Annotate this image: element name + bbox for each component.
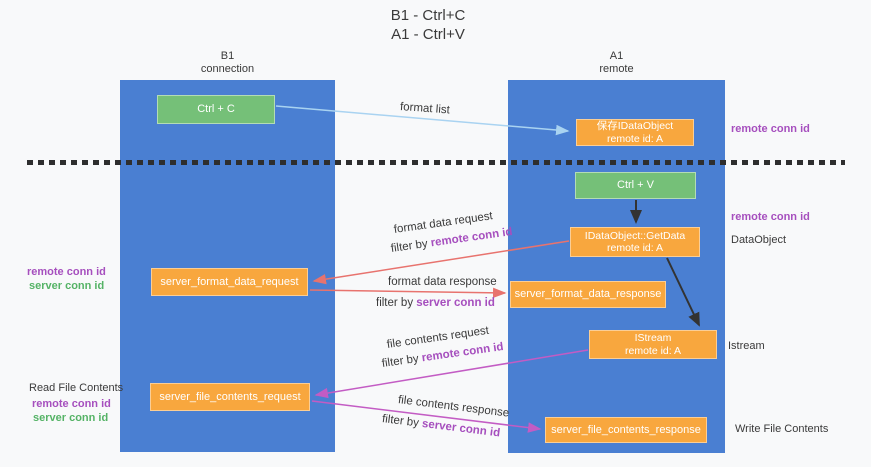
node-format-response-label: server_format_data_response: [514, 288, 662, 301]
lane-a1-title: A1: [609, 50, 624, 62]
node-getdata-line2: remote id: A: [606, 242, 664, 254]
label-filter-server-2-id: server conn id: [421, 417, 501, 440]
label-read-file-contents: Read File Contents: [29, 382, 124, 394]
label-filter-server-1: filter by server conn id: [376, 297, 495, 310]
node-save-idataobject: 保存IDataObject remote id: A: [576, 119, 694, 146]
label-filter-remote-2-prefix: filter by: [381, 352, 423, 370]
node-istream-line1: IStream: [634, 332, 672, 344]
label-left-remote-conn-id-2: remote conn id: [32, 398, 111, 410]
label-istream: Istream: [728, 340, 765, 352]
label-right-remote-conn-id-top: remote conn id: [731, 123, 810, 135]
label-filter-server-2-prefix: filter by: [381, 413, 423, 430]
node-server-file-contents-response: server_file_contents_response: [545, 417, 707, 443]
node-server-file-contents-request: server_file_contents_request: [150, 383, 310, 411]
lane-a1-header: A1 remote: [508, 50, 725, 76]
label-filter-server-1-prefix: filter by: [376, 297, 417, 309]
separator-dashed-line: [27, 160, 845, 165]
node-ctrl-v: Ctrl + V: [575, 172, 696, 199]
node-ctrl-c-label: Ctrl + C: [197, 103, 235, 116]
label-format-list: format list: [399, 101, 451, 117]
node-idataobject-getdata: IDataObject::GetData remote id: A: [570, 227, 700, 257]
node-format-request-label: server_format_data_request: [160, 275, 299, 288]
node-ctrl-c: Ctrl + C: [157, 95, 275, 124]
node-istream-line2: remote id: A: [624, 344, 682, 357]
page-title: B1 - Ctrl+C A1 - Ctrl+V: [0, 6, 856, 44]
node-ctrl-v-label: Ctrl + V: [617, 179, 654, 192]
lane-a1-subtitle: remote: [599, 63, 634, 75]
lane-b1-subtitle: connection: [200, 63, 255, 75]
label-format-data-response: format data response: [388, 276, 497, 288]
node-save-idataobject-line2: remote id: A: [606, 132, 664, 145]
node-file-response-label: server_file_contents_response: [551, 423, 701, 436]
node-server-format-data-request: server_format_data_request: [151, 268, 308, 296]
lane-b1-title: B1: [220, 50, 235, 62]
node-save-idataobject-line1: 保存IDataObject: [596, 120, 674, 132]
label-right-remote-conn-id-mid: remote conn id: [731, 211, 810, 223]
node-getdata-line1: IDataObject::GetData: [584, 229, 686, 242]
label-left-server-conn-id-1: server conn id: [29, 280, 105, 292]
node-file-request-label: server_file_contents_request: [159, 390, 301, 403]
label-filter-remote-1-prefix: filter by: [390, 237, 432, 255]
page-title-line2: A1 - Ctrl+V: [391, 26, 465, 43]
label-left-remote-conn-id-1: remote conn id: [27, 266, 106, 278]
node-server-format-data-response: server_format_data_response: [510, 281, 666, 308]
lane-b1-header: B1 connection: [120, 50, 335, 76]
label-left-server-conn-id-2: server conn id: [33, 412, 109, 424]
label-write-file-contents: Write File Contents: [735, 423, 829, 435]
arrow-format-data-response: [309, 287, 507, 299]
page-title-line1: B1 - Ctrl+C: [390, 7, 466, 24]
label-filter-server-1-id: server conn id: [416, 297, 495, 309]
node-istream: IStream remote id: A: [589, 330, 717, 359]
label-dataobject: DataObject: [731, 234, 787, 246]
